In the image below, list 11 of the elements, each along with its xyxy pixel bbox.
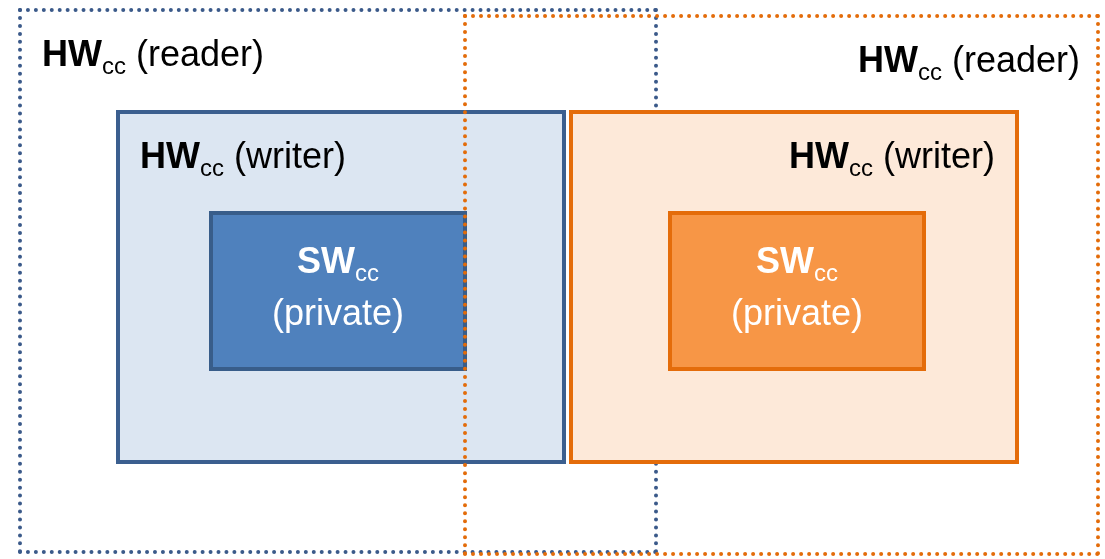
dotted-region [463, 14, 1100, 556]
writer-box [116, 110, 566, 464]
private-box [668, 211, 926, 371]
writer-box [569, 110, 1019, 464]
private-box [209, 211, 467, 371]
box-title: HW$_{cc}$ (writer) [789, 136, 995, 176]
box-title: HW$_{cc}$ (reader) [857, 40, 1080, 80]
box-title: HW$_{cc}$ (writer) [140, 136, 346, 176]
box-title: HW$_{cc}$ (reader) [42, 34, 265, 74]
box-title: SW$_{cc}$ (private) [271, 239, 405, 335]
box-title: SW$_{cc}$ (private) [730, 239, 864, 335]
